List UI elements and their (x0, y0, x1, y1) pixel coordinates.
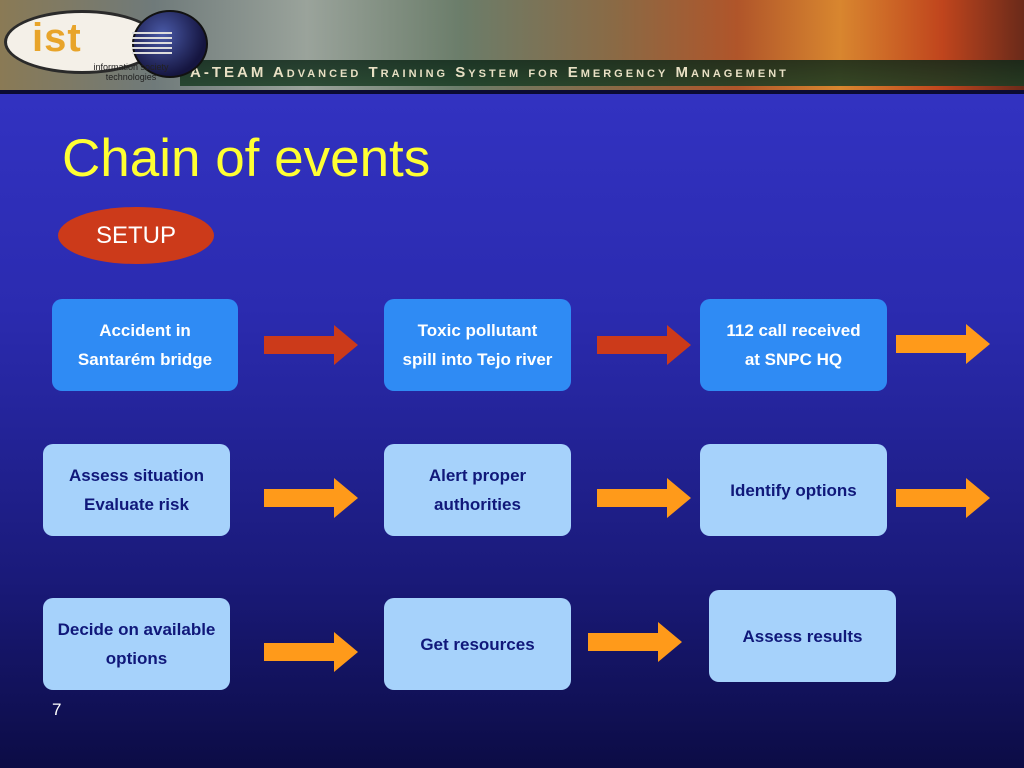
logo-lines (132, 32, 172, 56)
node-identify-options: Identify options (700, 444, 887, 536)
node-line: at SNPC HQ (744, 350, 843, 369)
node-line: Identify options (730, 480, 857, 500)
arrow-right-icon (896, 478, 990, 518)
node-line: Accident in (99, 321, 191, 340)
node-accident: Accident in Santarém bridge (52, 299, 238, 391)
node-toxic-spill: Toxic pollutant spill into Tejo river (384, 299, 571, 391)
arrow-right-icon (264, 478, 358, 518)
arrow-right-icon (896, 324, 990, 364)
logo-text: ist (32, 16, 82, 60)
node-line: Evaluate risk (84, 495, 189, 514)
page-number: 7 (52, 700, 62, 719)
arrow-right-icon (264, 325, 358, 365)
logo-tagline: information society technologies (93, 62, 169, 82)
node-line: Santarém bridge (77, 350, 213, 369)
node-112-call: 112 call received at SNPC HQ (700, 299, 887, 391)
node-decide-options: Decide on available options (43, 598, 230, 690)
arrow-right-icon (264, 632, 358, 672)
node-line: Alert proper (428, 466, 527, 485)
page-title: Chain of events (62, 129, 431, 188)
node-line: spill into Tejo river (402, 350, 553, 369)
node-line: Decide on available (57, 620, 216, 639)
node-assess-results: Assess results (709, 590, 896, 682)
node-alert-authorities: Alert proper authorities (384, 444, 571, 536)
node-line: Assess results (742, 626, 863, 646)
arrow-right-icon (597, 325, 691, 365)
setup-badge: SETUP (58, 207, 214, 264)
banner-title: A-TEAM Advanced Training System for Emer… (190, 64, 789, 81)
node-get-resources: Get resources (384, 598, 571, 690)
ist-logo: ist information society technologies (4, 6, 210, 86)
node-line: Toxic pollutant (417, 321, 538, 340)
header-banner: A-TEAM Advanced Training System for Emer… (0, 0, 1024, 94)
node-line: Get resources (420, 634, 535, 654)
arrow-right-icon (588, 622, 682, 662)
arrow-right-icon (597, 478, 691, 518)
node-line: options (105, 649, 168, 668)
node-line: 112 call received (726, 321, 861, 340)
node-line: authorities (434, 495, 521, 514)
node-line: Assess situation (68, 466, 205, 485)
banner-stripe (180, 60, 1024, 86)
